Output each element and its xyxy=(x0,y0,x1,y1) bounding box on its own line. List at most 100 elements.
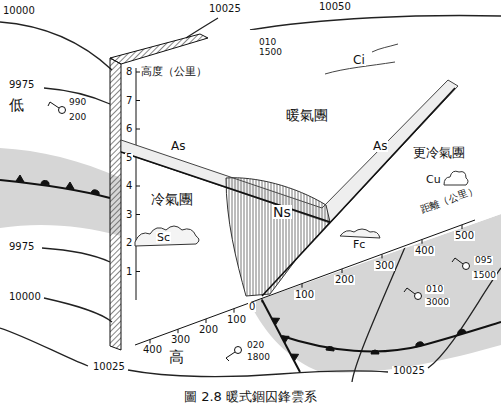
station-value: 1500 xyxy=(472,271,497,280)
station-value: 1500 xyxy=(258,48,283,57)
axis-number: 300 xyxy=(170,335,191,345)
isobar-label: 10025 xyxy=(92,362,126,372)
distance-axis xyxy=(135,220,475,345)
axis-number: 200 xyxy=(334,275,355,285)
station-symbol xyxy=(452,258,463,264)
ci-cloud xyxy=(325,44,398,74)
height-axis xyxy=(136,100,140,101)
isobar xyxy=(428,268,501,368)
cloud-label: Ns xyxy=(272,205,292,219)
pressure-center: 高 xyxy=(168,350,185,365)
isobar-label: 9975 xyxy=(8,80,35,90)
station-symbol xyxy=(415,293,422,300)
distance-axis xyxy=(422,240,423,244)
distance-axis xyxy=(206,319,207,323)
isobar-label: 10050 xyxy=(318,2,352,12)
height-axis xyxy=(136,271,140,272)
ci-cloud xyxy=(372,44,398,52)
air-mass-label: 更冷氣團 xyxy=(412,146,466,159)
axis-number: 6 xyxy=(125,124,133,134)
cu-cloud xyxy=(444,171,468,185)
station-value: 010 xyxy=(425,285,444,294)
station-symbol xyxy=(59,107,66,114)
distance-axis xyxy=(302,284,303,288)
distance-axis xyxy=(462,225,463,229)
warm-front xyxy=(458,329,466,335)
warm-front xyxy=(282,322,501,351)
figure-caption: 圖 2.8 暖式錮囚鋒雲系 xyxy=(0,390,501,403)
isobar-label: 10000 xyxy=(8,292,42,302)
axis-number: 100 xyxy=(294,290,315,300)
cloud-label: As xyxy=(170,140,186,152)
axis-title: 高度（公里） xyxy=(140,66,208,77)
cold-front xyxy=(272,318,280,325)
isobar xyxy=(44,298,112,322)
distance-axis xyxy=(262,298,263,302)
station-value: 990 xyxy=(68,98,87,107)
distance-axis xyxy=(234,309,235,313)
axis-number: 100 xyxy=(226,315,247,325)
station-value: 3000 xyxy=(425,298,450,307)
isobar xyxy=(0,16,501,382)
cu-cloud xyxy=(444,171,468,185)
rain-area xyxy=(0,148,121,236)
station-value: 095 xyxy=(474,256,493,265)
height-axis xyxy=(136,68,137,300)
cloud-label: Cu xyxy=(425,174,442,185)
isobar-label: 10000 xyxy=(2,6,36,16)
height-axis xyxy=(136,186,140,187)
isobar xyxy=(128,370,388,377)
isobar xyxy=(0,22,112,70)
axis-number: 300 xyxy=(374,261,395,271)
height-axis xyxy=(136,129,140,130)
distance-axis xyxy=(135,220,475,345)
axis-number: 1 xyxy=(125,267,133,277)
height-axis xyxy=(136,68,140,300)
axis-number: 8 xyxy=(125,67,133,77)
station-symbol xyxy=(404,288,415,294)
occluded-front xyxy=(91,190,99,195)
cross-section-panel xyxy=(110,58,121,350)
station-value: 010 xyxy=(258,38,277,47)
distance-axis xyxy=(178,329,179,333)
station-value: 1800 xyxy=(246,353,271,362)
occluded-front xyxy=(0,180,110,198)
cross-section-panel xyxy=(121,24,501,350)
pressure-center: 低 xyxy=(8,98,25,113)
axis-number: 4 xyxy=(125,181,133,191)
axis-number: 5 xyxy=(125,153,133,163)
cloud-label: Sc xyxy=(156,232,171,243)
isobar xyxy=(42,248,110,262)
isobar xyxy=(0,328,88,366)
cloud-label: As xyxy=(372,140,388,152)
isobar-label: 10025 xyxy=(392,366,426,376)
axis-number: 0 xyxy=(248,302,256,312)
cold-front xyxy=(291,354,299,361)
station-symbol xyxy=(463,263,470,270)
distance-axis xyxy=(382,254,383,258)
cloud-label: Fc xyxy=(352,239,366,250)
cloud-label: Ci xyxy=(352,54,366,66)
distance-axis xyxy=(150,340,151,344)
frontal-surface xyxy=(262,88,455,296)
warm-front xyxy=(282,322,501,354)
isobar-label: 10025 xyxy=(208,4,242,14)
air-mass-label: 冷氣團 xyxy=(150,192,194,206)
station-symbol xyxy=(48,102,59,108)
station-symbol xyxy=(235,347,242,354)
axis-number: 400 xyxy=(414,246,435,256)
warm-front xyxy=(416,342,424,347)
frontal-surface xyxy=(121,152,330,222)
sc-cloud xyxy=(135,226,199,246)
axis-number: 3 xyxy=(125,210,133,220)
sc-cloud xyxy=(135,226,199,246)
station-value: 020 xyxy=(246,341,265,350)
warm-front xyxy=(326,346,334,351)
station-value: 200 xyxy=(68,113,87,122)
distance-axis xyxy=(342,269,343,273)
fc-cloud xyxy=(340,229,380,238)
fc-cloud xyxy=(340,229,380,238)
isobar-label: 9975 xyxy=(8,242,35,252)
cross-section-panel xyxy=(110,34,208,64)
